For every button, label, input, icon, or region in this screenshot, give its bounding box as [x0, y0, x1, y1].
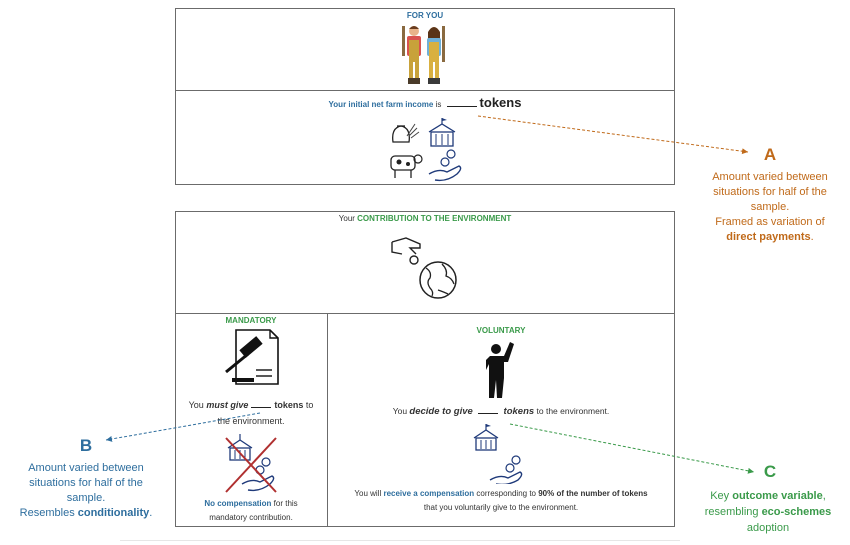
annotation-c-bold: outcome variable	[732, 490, 823, 502]
raised-hand-person-icon	[486, 342, 514, 398]
farmers-icon	[402, 26, 445, 84]
annotation-b-bold: conditionality	[77, 507, 150, 519]
income-label: Your initial net farm income	[328, 100, 434, 109]
mandatory-env-line: the environment.	[217, 416, 285, 426]
environment-title-highlight: CONTRIBUTION TO THE ENVIRONMENT	[357, 214, 512, 223]
compensation-highlight: receive a compensation	[383, 489, 475, 498]
environment-divider	[175, 313, 675, 314]
compensation-icon	[473, 424, 523, 484]
mandatory-blank	[251, 407, 272, 408]
income-line: Your initial net farm income is tokens	[175, 96, 675, 112]
annotation-c-prefix: Key	[710, 490, 733, 502]
no-compensation-line: No compensation for this	[176, 499, 326, 508]
voluntary-give-line: You decide to give tokens to the environ…	[328, 405, 674, 418]
annotation-b-line3: sample.	[66, 492, 106, 504]
arrow-b	[105, 412, 261, 442]
income-tokens: tokens	[479, 95, 522, 110]
environment-title-prefix: Your	[338, 214, 358, 223]
voluntary-tokens: tokens	[503, 406, 535, 417]
hand-coin-globe-icon	[391, 237, 457, 299]
mandatory-must-give: must give	[206, 400, 249, 410]
for-you-divider	[175, 90, 675, 91]
mandatory-to: to	[303, 400, 314, 410]
annotation-a-line4: Framed as variation of	[715, 216, 825, 228]
annotation-a-text: Amount varied between situations for hal…	[690, 170, 850, 245]
annotation-a-line2: situations for half of the	[713, 186, 827, 198]
annotation-a-end: .	[810, 231, 814, 243]
annotation-b-line4: Resembles conditionality.	[2, 506, 170, 521]
bottom-rule	[120, 540, 680, 541]
arrow-a	[477, 115, 749, 155]
mandatory-title: MANDATORY	[225, 316, 277, 325]
no-compensation-line2: mandatory contribution.	[209, 513, 293, 522]
annotation-c-letter: C	[763, 462, 777, 481]
annotation-b-prefix: Resembles	[19, 507, 78, 519]
compensation-prefix: You will	[354, 489, 384, 498]
compensation-line2: that you voluntarily give to the environ…	[423, 503, 579, 512]
annotation-a-letter: A	[763, 145, 777, 164]
annotation-b-letter: B	[79, 436, 93, 455]
no-compensation-label: No compensation	[204, 499, 272, 508]
for-you-panel	[175, 8, 675, 185]
compensation-line: You will receive a compensation correspo…	[328, 489, 674, 498]
annotation-b-end: .	[149, 507, 153, 519]
environment-panel	[175, 211, 675, 527]
compensation-bold: 90% of the number of tokens	[538, 489, 648, 498]
no-compensation-rest: for this	[271, 499, 298, 508]
compensation-mid: corresponding to	[474, 489, 539, 498]
annotation-c-line1: Key outcome variable,	[686, 488, 850, 504]
income-blank	[446, 106, 477, 107]
voluntary-title: VOLUNTARY	[476, 326, 526, 335]
annotation-c-end: ,	[822, 490, 826, 502]
annotation-c-bold2: eco-schemes	[761, 506, 832, 518]
income-is: is	[433, 100, 444, 109]
voluntary-you: You	[392, 406, 410, 416]
no-compensation-icon	[225, 434, 277, 493]
farm-products-icon	[390, 118, 462, 182]
mandatory-give-line: You must give tokens to	[176, 398, 326, 412]
annotation-c-line3: adoption	[746, 522, 790, 534]
mandatory-you: You	[188, 400, 207, 410]
annotation-b-text: Amount varied between situations for hal…	[2, 461, 170, 521]
for-you-title: FOR YOU	[406, 11, 444, 20]
voluntary-blank	[478, 413, 499, 414]
mandatory-tokens: tokens	[274, 400, 304, 410]
gavel-document-icon	[225, 329, 279, 385]
annotation-c-line2: resembling eco-schemes	[686, 504, 850, 520]
annotation-a-bold: direct payments	[726, 231, 811, 243]
mandatory-voluntary-divider	[327, 313, 328, 527]
annotation-b-line2: situations for half of the	[29, 477, 143, 489]
arrow-c	[509, 423, 755, 474]
annotation-a-line5: direct payments.	[690, 230, 850, 245]
environment-title: Your CONTRIBUTION TO THE ENVIRONMENT	[175, 214, 675, 223]
voluntary-decide: decide to give	[409, 406, 473, 417]
annotation-a-line1: Amount varied between	[712, 171, 828, 183]
annotation-c-text: Key outcome variable, resembling eco-sch…	[686, 488, 850, 536]
annotation-a-line3: sample.	[750, 201, 790, 213]
annotation-b-line1: Amount varied between	[28, 462, 144, 474]
voluntary-rest: to the environment.	[534, 406, 610, 416]
annotation-c-prefix2: resembling	[704, 506, 762, 518]
